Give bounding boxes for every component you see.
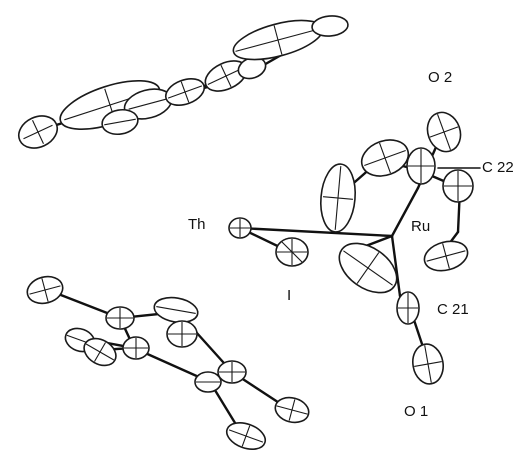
label-o2: O 2	[428, 69, 452, 86]
label-th: Th	[188, 216, 206, 233]
ru-cp-atom-1	[320, 163, 356, 233]
o1-atom	[412, 343, 444, 385]
th-atom	[228, 217, 252, 239]
label-c22: C 22	[482, 159, 514, 176]
lower-cp-ring	[26, 275, 310, 450]
lower-atom-1	[26, 275, 64, 305]
lower-atom-2	[105, 306, 135, 330]
lower-atom-4	[166, 320, 198, 348]
label-i: I	[287, 287, 291, 304]
lower-atom-7	[122, 336, 150, 360]
label-ru: Ru	[411, 218, 430, 235]
c22-atom	[406, 147, 436, 185]
i-atom	[275, 237, 309, 267]
ru-cp-atom-2	[360, 139, 410, 177]
lower-atom-10	[274, 396, 310, 424]
lower-atom-9	[194, 371, 222, 393]
label-c21: C 21	[437, 301, 469, 318]
ru-ligand-atoms	[320, 139, 474, 294]
upper-atom-9	[311, 15, 349, 37]
c21-atom	[396, 291, 420, 325]
upper-atom-1	[17, 115, 59, 149]
lower-atom-11	[225, 422, 267, 450]
upper-cp-ring	[17, 15, 349, 149]
upper-atom-8	[232, 19, 324, 61]
lower-atom-6	[83, 337, 117, 367]
ru-cp-atom-4	[442, 169, 474, 203]
lower-atom-3	[153, 296, 199, 324]
label-o1: O 1	[404, 403, 428, 420]
upper-atom-5	[164, 78, 206, 106]
o2-atom	[426, 111, 462, 153]
ru-cp-atom-3	[338, 242, 398, 294]
lower-atom-8	[217, 360, 247, 384]
ru-cp-atom-5	[423, 240, 469, 272]
upper-atom-4	[101, 108, 139, 136]
